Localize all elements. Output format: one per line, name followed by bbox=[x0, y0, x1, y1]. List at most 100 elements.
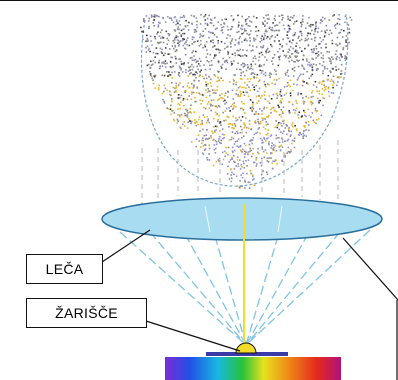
cloud-speck bbox=[301, 84, 304, 87]
cloud-speck bbox=[272, 93, 275, 96]
cloud-speck bbox=[289, 56, 292, 58]
cloud-speck bbox=[277, 104, 279, 107]
cloud-speck bbox=[201, 123, 204, 126]
cloud-speck bbox=[274, 126, 276, 128]
cloud-speck bbox=[235, 165, 237, 167]
cloud-speck bbox=[332, 86, 334, 89]
cloud-speck bbox=[218, 160, 220, 162]
cloud-speck bbox=[243, 39, 246, 41]
cloud-speck bbox=[238, 186, 241, 189]
cloud-speck bbox=[297, 60, 299, 62]
cloud-speck bbox=[272, 160, 274, 163]
cloud-speck bbox=[288, 126, 290, 129]
cloud-speck bbox=[242, 71, 245, 73]
cloud-speck bbox=[260, 173, 263, 176]
cloud-speck bbox=[212, 46, 214, 48]
cloud-speck bbox=[237, 93, 239, 96]
cloud-speck bbox=[207, 138, 209, 140]
cloud-speck bbox=[268, 50, 271, 53]
cloud-speck bbox=[285, 124, 288, 126]
cloud-speck bbox=[278, 141, 281, 144]
cloud-speck bbox=[223, 134, 225, 136]
cloud-speck bbox=[266, 35, 269, 38]
cloud-speck bbox=[233, 160, 235, 163]
cloud-speck bbox=[235, 175, 238, 177]
cloud-speck bbox=[215, 143, 218, 146]
cloud-speck bbox=[159, 37, 162, 39]
cloud-speck bbox=[203, 77, 205, 80]
cloud-speck bbox=[184, 25, 187, 27]
cloud-speck bbox=[233, 74, 235, 76]
cloud-speck bbox=[232, 137, 235, 140]
cloud-speck bbox=[173, 41, 176, 44]
cloud-speck bbox=[243, 28, 246, 30]
cloud-speck bbox=[170, 113, 172, 116]
cloud-speck bbox=[289, 94, 292, 97]
cloud-speck bbox=[150, 40, 152, 42]
cloud-speck bbox=[262, 141, 264, 144]
cloud-speck bbox=[264, 74, 267, 77]
cloud-speck bbox=[318, 90, 320, 92]
cloud-speck bbox=[288, 60, 290, 63]
cloud-speck bbox=[191, 56, 193, 59]
cloud-speck bbox=[193, 41, 195, 43]
cloud-speck bbox=[153, 19, 155, 21]
cloud-speck bbox=[322, 72, 324, 75]
cloud-speck bbox=[259, 69, 261, 72]
cloud-speck bbox=[257, 151, 259, 154]
cloud-speck bbox=[334, 27, 337, 29]
cloud-speck bbox=[278, 21, 281, 24]
cloud-speck bbox=[310, 63, 313, 66]
cloud-speck bbox=[175, 82, 178, 85]
cloud-speck bbox=[265, 51, 268, 54]
cloud-speck bbox=[210, 40, 212, 42]
cloud-speck bbox=[233, 154, 235, 157]
cloud-speck bbox=[198, 116, 201, 118]
cloud-speck bbox=[312, 24, 314, 26]
cloud-speck bbox=[246, 64, 249, 66]
cloud-speck bbox=[252, 15, 255, 18]
cloud-speck bbox=[326, 29, 328, 31]
cloud-speck bbox=[239, 35, 241, 38]
cloud-speck bbox=[150, 14, 153, 17]
cloud-speck bbox=[256, 34, 258, 37]
cloud-speck bbox=[284, 156, 286, 158]
cloud-speck bbox=[236, 118, 239, 121]
cloud-speck bbox=[202, 94, 205, 97]
cloud-speck bbox=[244, 117, 247, 119]
cloud-speck bbox=[344, 21, 346, 23]
cloud-speck bbox=[311, 69, 314, 71]
cloud-speck bbox=[213, 34, 216, 36]
cloud-speck bbox=[336, 76, 339, 79]
cloud-speck bbox=[260, 46, 262, 48]
cloud-speck bbox=[240, 74, 242, 77]
cloud-speck bbox=[190, 82, 193, 85]
cloud-speck bbox=[244, 181, 246, 183]
cloud-speck bbox=[271, 45, 273, 48]
cloud-speck bbox=[270, 157, 272, 159]
cloud-speck bbox=[221, 97, 224, 99]
cloud-speck bbox=[242, 66, 245, 68]
cloud-speck bbox=[240, 72, 243, 74]
cloud-speck bbox=[188, 21, 190, 24]
cloud-speck bbox=[289, 40, 291, 43]
cloud-speck bbox=[199, 74, 201, 76]
cloud-speck bbox=[185, 71, 187, 74]
cloud-speck bbox=[273, 78, 276, 81]
cloud-speck bbox=[216, 113, 218, 115]
cloud-speck bbox=[287, 69, 289, 72]
cloud-speck bbox=[223, 119, 225, 122]
cloud-speck bbox=[260, 97, 262, 99]
cloud-speck bbox=[304, 47, 306, 50]
cloud-speck bbox=[279, 113, 282, 116]
cloud-speck bbox=[154, 61, 157, 64]
cloud-speck bbox=[276, 163, 278, 165]
cloud-speck bbox=[251, 84, 254, 86]
cloud-speck bbox=[240, 64, 243, 66]
cloud-speck bbox=[213, 57, 215, 59]
cloud-speck bbox=[331, 56, 333, 58]
cloud-speck bbox=[171, 45, 174, 47]
cloud-speck bbox=[306, 39, 308, 41]
cloud-speck bbox=[316, 90, 318, 92]
cloud-speck bbox=[268, 83, 270, 86]
